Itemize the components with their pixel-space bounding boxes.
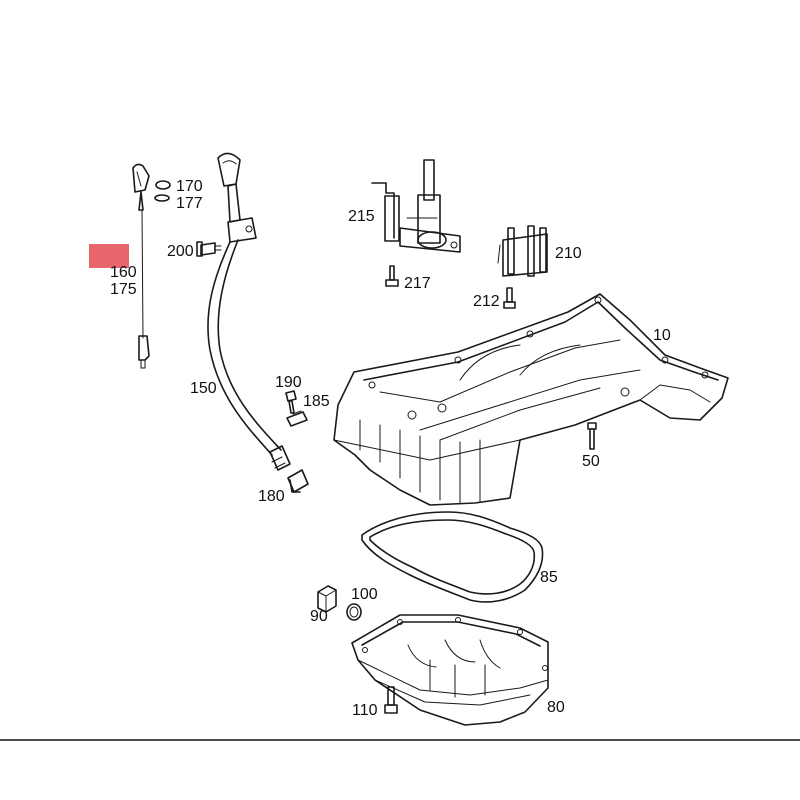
guide-tube-part-150[interactable] (207, 152, 291, 471)
bolt-part-212[interactable] (503, 287, 516, 309)
label-180: 180 (258, 488, 285, 505)
label-100: 100 (351, 586, 378, 603)
drain-plug-part-90[interactable] (317, 585, 337, 613)
label-170: 170 (176, 178, 203, 195)
label-217: 217 (404, 275, 431, 292)
seal-ring-170[interactable] (154, 180, 171, 202)
label-200: 200 (167, 243, 194, 260)
bolt-part-217[interactable] (385, 265, 399, 287)
gasket-part-85[interactable] (361, 511, 544, 603)
dipstick-part-160[interactable] (132, 163, 150, 369)
bolt-part-200[interactable] (196, 241, 222, 257)
label-110: 110 (352, 702, 378, 719)
label-177: 177 (176, 195, 203, 212)
bolt-part-50[interactable] (587, 422, 597, 450)
label-150: 150 (190, 380, 217, 397)
label-215: 215 (348, 208, 375, 225)
upper-oil-pan-part-10[interactable] (333, 293, 729, 506)
label-50: 50 (582, 453, 600, 470)
bracket-part-215[interactable] (371, 159, 461, 253)
label-10: 10 (653, 327, 671, 344)
bolt-part-190[interactable] (285, 390, 308, 427)
label-210: 210 (555, 245, 582, 262)
lower-oil-pan-part-80[interactable] (351, 614, 549, 726)
seal-ring-part-100[interactable] (346, 603, 362, 621)
label-185: 185 (303, 393, 330, 410)
bolt-part-110[interactable] (384, 686, 398, 714)
clip-part-180[interactable] (287, 469, 309, 493)
label-85: 85 (540, 569, 558, 586)
highlight-marker (89, 244, 129, 268)
label-190: 190 (275, 374, 302, 391)
label-175: 175 (110, 281, 137, 298)
label-80: 80 (547, 699, 565, 716)
label-212: 212 (473, 293, 500, 310)
label-90: 90 (310, 608, 328, 625)
bracket-part-210[interactable] (497, 225, 548, 277)
label-160: 160 (110, 264, 137, 281)
